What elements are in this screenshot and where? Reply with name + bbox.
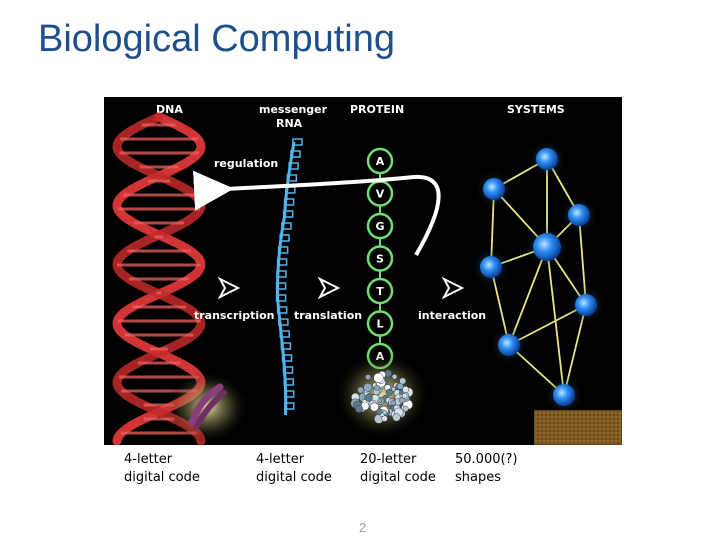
mrna-base [276, 270, 287, 278]
label-translation: translation [294, 309, 362, 322]
amino-acid-letter: A [376, 155, 385, 168]
slide-title: Biological Computing [38, 18, 395, 60]
mrna-base [288, 162, 299, 170]
mrna-base [275, 294, 287, 302]
network-node [568, 204, 590, 226]
mrna-base [276, 258, 288, 266]
mrna-base [279, 330, 290, 338]
label-interaction: interaction [418, 309, 486, 322]
caption-protein: 20-letter digital code [360, 451, 436, 487]
mrna-base [277, 246, 289, 254]
caption-mrna-line1: 4-letter [256, 452, 305, 467]
amino-acid-letter: S [376, 253, 384, 266]
protein-atom [382, 410, 388, 415]
network-node [533, 233, 561, 261]
amino-acid-bead [366, 277, 394, 305]
network-node [483, 178, 505, 200]
network-node [480, 256, 502, 278]
protein-atom [373, 372, 384, 384]
mrna-base [281, 222, 292, 230]
mrna-base [282, 366, 294, 374]
protein-atom [399, 390, 404, 395]
caption-mrna: 4-letter digital code [256, 451, 332, 487]
label-regulation: regulation [214, 157, 278, 170]
protein-atom [390, 400, 396, 406]
protein-atom [377, 398, 383, 404]
protein-atom [384, 369, 393, 378]
mrna-base [276, 306, 288, 314]
regulation-arrow [193, 170, 441, 257]
header-dna: DNA [156, 103, 183, 116]
amino-acid-letter: T [376, 285, 384, 298]
systems-network [471, 139, 606, 415]
protein-fold-glow [334, 351, 430, 439]
chromosome-icon [188, 383, 227, 430]
protein-atom [357, 386, 365, 394]
protein-atom [385, 388, 393, 396]
header-mrna-bottom: RNA [276, 117, 303, 130]
amino-acid-bead [366, 245, 394, 272]
mrna-strand [275, 138, 303, 416]
network-node [575, 294, 597, 316]
caption-protein-line2: digital code [360, 470, 436, 485]
mrna-base [275, 282, 287, 290]
amino-acid-bead [366, 212, 394, 240]
protein-atom [365, 374, 371, 381]
mrna-base [286, 174, 298, 182]
caption-systems-line1: 50.000(?) [455, 452, 518, 467]
header-systems: SYSTEMS [507, 103, 565, 116]
mrna-base [281, 354, 293, 362]
caption-dna-line1: 4-letter [124, 452, 173, 467]
header-protein: PROTEIN [350, 103, 404, 116]
protein-atom [401, 393, 408, 399]
mrna-base [284, 402, 295, 410]
mrna-base [282, 210, 294, 218]
protein-atom [363, 382, 373, 392]
mrna-base [278, 318, 289, 326]
caption-mrna-line2: digital code [256, 470, 332, 485]
caption-protein-line1: 20-letter [360, 452, 417, 467]
network-thumbnail [534, 410, 622, 445]
protein-atom [376, 408, 383, 415]
mrna-base [279, 234, 290, 242]
header-mrna-top: messenger [259, 103, 328, 116]
transcription-chevron-icon [217, 276, 241, 300]
protein-atom [364, 393, 373, 402]
mrna-base [280, 342, 292, 350]
mrna-base [290, 150, 301, 158]
caption-systems: 50.000(?) shapes [455, 451, 518, 487]
protein-atom [399, 377, 407, 385]
protein-atom [391, 386, 396, 392]
protein-atom [392, 413, 401, 422]
interaction-chevron-icon [441, 276, 465, 300]
protein-atom [391, 374, 398, 380]
network-node [553, 384, 575, 406]
mrna-base [283, 378, 295, 386]
central-dogma-figure: DNA messenger RNA PROTEIN SYSTEMS A V G S T L… [104, 97, 622, 445]
protein-atom [355, 404, 363, 413]
amino-acid-letter: V [376, 188, 385, 201]
caption-dna-line2: digital code [124, 470, 200, 485]
protein-atom [369, 402, 379, 412]
page-number: 2 [359, 520, 367, 535]
amino-acid-bead [366, 147, 394, 175]
caption-dna: 4-letter digital code [124, 451, 200, 487]
network-node [498, 334, 520, 356]
protein-atom [374, 384, 380, 391]
label-transcription: transcription [194, 309, 275, 322]
protein-atom [402, 385, 410, 393]
network-node [536, 148, 558, 170]
amino-acid-letter: L [376, 318, 383, 331]
amino-acid-letter: G [375, 220, 384, 233]
mrna-base [292, 138, 303, 146]
folded-protein-icon [350, 369, 414, 424]
mrna-base [283, 198, 295, 206]
amino-acid-bead [366, 310, 394, 337]
protein-atom [402, 405, 409, 412]
mrna-base [283, 390, 295, 398]
protein-atom [399, 397, 406, 404]
caption-systems-line2: shapes [455, 470, 502, 485]
translation-chevron-icon [317, 276, 341, 300]
